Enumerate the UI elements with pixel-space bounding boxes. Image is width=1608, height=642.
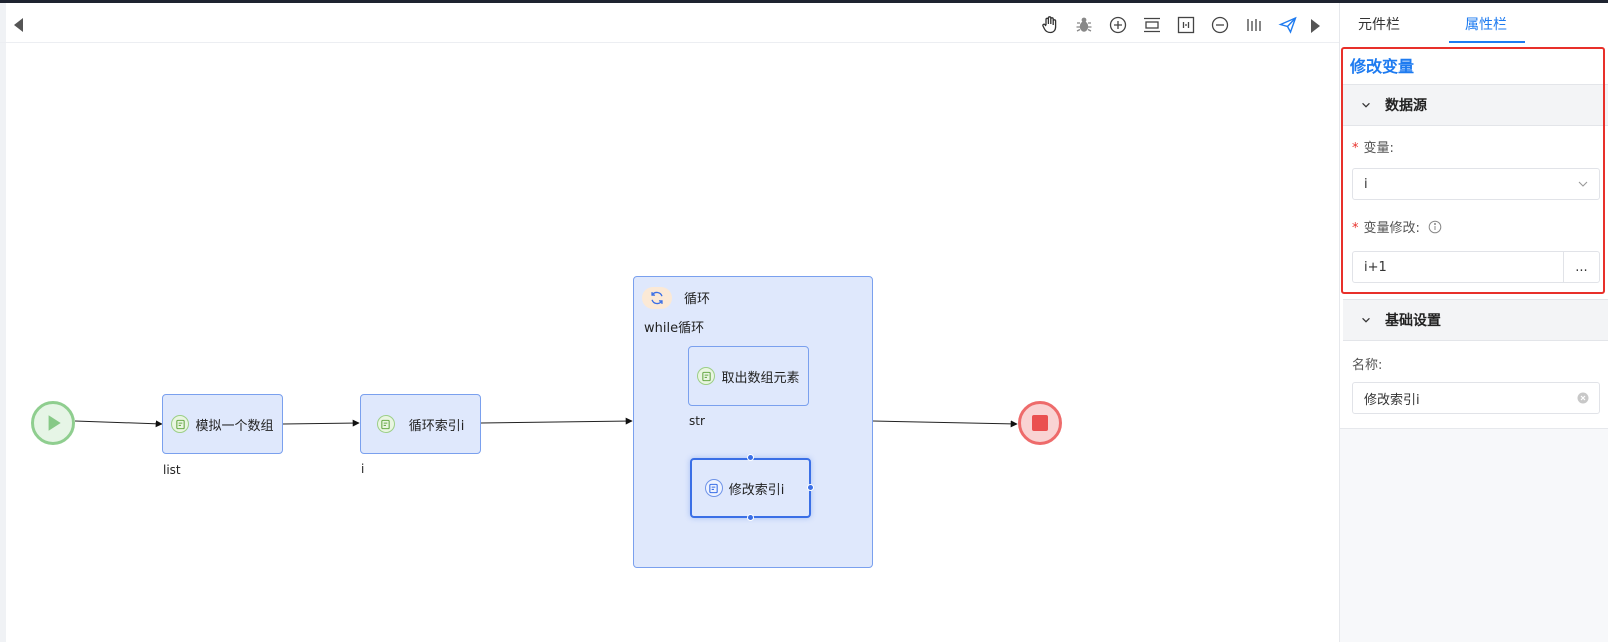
panel-divider: [1340, 428, 1608, 429]
panel-tabs: 元件栏 属性栏: [1340, 3, 1608, 43]
section-header-datasource[interactable]: 数据源: [1343, 84, 1608, 126]
fit-view-icon[interactable]: [1175, 14, 1197, 36]
collapse-left-icon[interactable]: [8, 14, 30, 36]
script-icon: [171, 415, 190, 433]
node-while-loop[interactable]: 循环 while循环: [633, 276, 873, 568]
name-label: 名称:: [1352, 358, 1383, 373]
bug-icon[interactable]: [1073, 14, 1095, 36]
variable-select[interactable]: i: [1352, 168, 1600, 200]
section-header-label: 基础设置: [1385, 313, 1441, 329]
tab-properties[interactable]: 属性栏: [1465, 17, 1507, 33]
chevron-down-icon: [1359, 313, 1373, 327]
property-panel: 元件栏 属性栏 修改变量 数据源 *变量: i *变量修改: i+1 ... 基…: [1339, 3, 1608, 642]
name-input[interactable]: 修改索引i: [1352, 382, 1600, 414]
variable-modify-input[interactable]: i+1 ...: [1352, 251, 1600, 283]
section-header-label: 数据源: [1385, 98, 1427, 114]
required-mark: *: [1352, 221, 1359, 236]
loop-subtitle: while循环: [644, 321, 705, 336]
node-label: 循环索引i: [408, 418, 465, 434]
node-mock-array[interactable]: 模拟一个数组: [162, 394, 283, 454]
variable-modify-value: i+1: [1364, 259, 1387, 275]
variable-modify-label: *变量修改:: [1352, 217, 1442, 236]
tab-components[interactable]: 元件栏: [1358, 17, 1400, 33]
node-modify-index[interactable]: 修改索引i: [690, 458, 811, 518]
handle-top[interactable]: [747, 454, 754, 461]
expression-editor-button[interactable]: ...: [1563, 252, 1599, 282]
name-value: 修改索引i: [1364, 392, 1420, 408]
chevron-down-icon: [1577, 178, 1589, 190]
node-label: 取出数组元素: [721, 370, 800, 386]
node-label: 模拟一个数组: [195, 418, 274, 434]
required-mark: *: [1352, 141, 1359, 156]
distribute-icon[interactable]: [1243, 14, 1265, 36]
info-icon[interactable]: [1428, 220, 1442, 234]
script-icon: [376, 415, 395, 433]
handle-right[interactable]: [807, 484, 814, 491]
variable-select-value: i: [1364, 176, 1368, 192]
chevron-down-icon: [1359, 98, 1373, 112]
tab-active-indicator: [1449, 41, 1525, 43]
zoom-in-icon[interactable]: [1107, 14, 1129, 36]
canvas-toolbar: [0, 3, 1339, 43]
node-sublabel-list: list: [163, 463, 181, 477]
handle-bottom[interactable]: [747, 514, 754, 521]
end-node[interactable]: [1018, 401, 1062, 445]
node-label: 修改索引i: [728, 482, 785, 498]
loop-title: 循环: [684, 292, 711, 307]
top-strip: [0, 0, 1608, 3]
collapse-right-icon[interactable]: [1304, 15, 1326, 37]
start-node[interactable]: [31, 401, 75, 445]
node-sublabel-i: i: [361, 462, 365, 476]
send-icon[interactable]: [1277, 14, 1299, 36]
zoom-out-icon[interactable]: [1209, 14, 1231, 36]
variable-label: *变量:: [1352, 141, 1394, 156]
hand-icon[interactable]: [1039, 14, 1061, 36]
node-take-element[interactable]: 取出数组元素: [688, 346, 809, 406]
clear-icon[interactable]: [1577, 392, 1589, 404]
loop-refresh-icon: [642, 287, 672, 309]
section-header-basic[interactable]: 基础设置: [1343, 299, 1608, 341]
script-icon: [704, 479, 723, 497]
node-sublabel-str: str: [689, 414, 705, 428]
panel-empty-area: [1340, 429, 1608, 642]
script-icon: [697, 367, 716, 385]
align-center-icon[interactable]: [1141, 14, 1163, 36]
node-loop-index[interactable]: 循环索引i: [360, 394, 481, 454]
stop-icon: [1032, 415, 1048, 431]
panel-section-title: 修改变量: [1350, 57, 1415, 76]
